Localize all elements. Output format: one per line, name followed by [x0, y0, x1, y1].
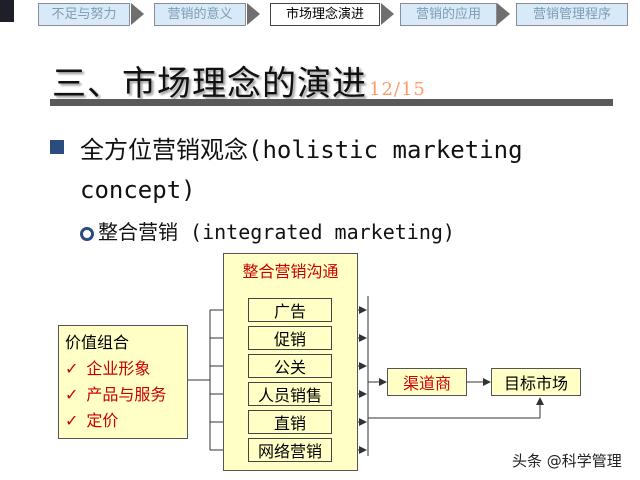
tab-shortcomings[interactable]: 不足与努力: [38, 3, 130, 26]
channel-label: 广告: [273, 302, 306, 321]
bullet-integrated-marketing: 整合营销 (integrated marketing): [98, 220, 455, 244]
title-divider: [50, 99, 613, 106]
check-icon: ✓: [65, 359, 79, 378]
watermark: 头条 @科学管理: [512, 452, 622, 470]
value-item-label: 企业形象: [86, 359, 151, 378]
channel-box: 广告: [248, 298, 332, 322]
value-item-label: 产品与服务: [86, 385, 167, 404]
arrow-right-icon: [497, 3, 510, 25]
integrated-communication-header: 整合营销沟通: [242, 262, 339, 281]
channel-label: 直销: [273, 414, 306, 433]
check-icon: ✓: [65, 385, 79, 404]
list-item: ✓ 产品与服务: [65, 382, 181, 408]
list-item: ✓ 企业形象: [65, 356, 181, 382]
corner-bar: [0, 0, 14, 22]
top-navigation: 不足与努力 营销的意义 市场理念演进 营销的应用 营销管理程序: [0, 0, 640, 30]
dealer-label: 渠道商: [402, 374, 451, 393]
channel-box: 人员销售: [248, 382, 332, 406]
bullet-holistic-marketing: 全方位营销观念(holistic marketing concept): [80, 136, 523, 204]
channel-label: 促销: [273, 330, 306, 349]
circle-bullet-icon: [80, 227, 94, 241]
value-mix-title: 价值组合: [65, 333, 130, 352]
value-item-label: 定价: [86, 411, 119, 430]
value-mix-box: 价值组合 ✓ 企业形象 ✓ 产品与服务 ✓ 定价: [58, 325, 188, 439]
tab-marketing-application[interactable]: 营销的应用: [400, 3, 497, 26]
target-market-label: 目标市场: [503, 374, 568, 393]
tab-marketing-process[interactable]: 营销管理程序: [516, 3, 628, 26]
check-icon: ✓: [65, 411, 79, 430]
tab-marketing-meaning[interactable]: 营销的意义: [154, 3, 246, 26]
slide-title-text: 三、市场理念的演进: [52, 64, 367, 104]
arrow-right-icon: [247, 3, 260, 25]
arrow-right-icon: [131, 3, 144, 25]
square-bullet-icon: [50, 140, 64, 154]
channel-label: 人员销售: [257, 386, 322, 405]
arrow-right-icon: [381, 3, 394, 25]
channel-box: 直销: [248, 410, 332, 434]
channel-box: 网络营销: [248, 438, 332, 462]
channel-box: 促销: [248, 326, 332, 350]
channel-label: 公关: [273, 358, 306, 377]
tab-market-concept[interactable]: 市场理念演进: [270, 3, 380, 26]
channel-label: 网络营销: [257, 442, 322, 461]
target-market-box: 目标市场: [491, 368, 581, 396]
page-number: 12/15: [369, 79, 426, 100]
dealer-box: 渠道商: [387, 368, 467, 396]
list-item: ✓ 定价: [65, 408, 181, 434]
channel-box: 公关: [248, 354, 332, 378]
